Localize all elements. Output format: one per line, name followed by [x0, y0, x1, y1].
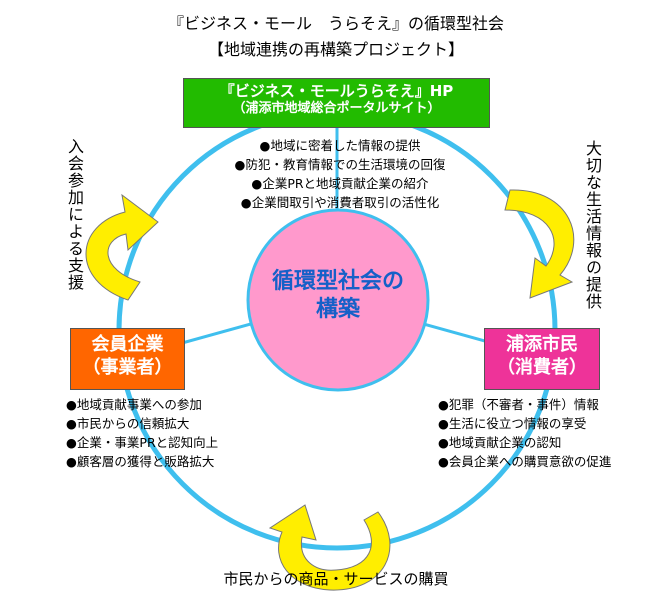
bottom-curved-arrow — [268, 504, 391, 591]
list-item: ●生活に役立つ情報の享受 — [438, 416, 587, 431]
member-box-line1: 会員企業 — [91, 334, 164, 355]
title-line1: 『ビジネス・モール うらそえ』の循環型社会 — [167, 14, 504, 33]
list-item: ●地域に密着した情報の提供 — [259, 138, 421, 153]
left-arrow-label: 入会参加による支援 — [65, 138, 84, 291]
title-line2: 【地域連携の再構築プロジェクト】 — [207, 40, 464, 59]
center-label-line1: 循環型社会の — [271, 269, 404, 294]
list-item: ●市民からの信頼拡大 — [66, 416, 190, 431]
list-item: ●企業・事業PRと認知向上 — [66, 435, 219, 450]
hp-box-line2: （浦添市地域総合ポータルサイト） — [232, 100, 441, 116]
member-box: 会員企業 （事業者） — [70, 328, 185, 390]
right-arrow-label: 大切な生活情報の提供 — [583, 140, 602, 310]
list-item: ●地域貢献事業への参加 — [66, 397, 202, 412]
right-curved-arrow — [504, 189, 575, 299]
member-benefits-list: ●地域貢献事業への参加 ●市民からの信頼拡大 ●企業・事業PRと認知向上 ●顧客… — [66, 395, 218, 471]
list-item: ●地域貢献企業の認知 — [438, 435, 562, 450]
list-item: ●会員企業への購買意欲の促進 — [438, 454, 612, 469]
citizen-benefits-list: ●犯罪（不審者・事件）情報 ●生活に役立つ情報の享受 ●地域貢献企業の認知 ●会… — [438, 395, 611, 471]
bottom-arrow-label: 市民からの商品・サービスの購買 — [223, 570, 449, 588]
list-item: ●企業間取引や消費者取引の活性化 — [240, 195, 440, 210]
citizen-box: 浦添市民 （消費者） — [484, 328, 600, 390]
citizen-box-line2: （消費者） — [497, 356, 587, 378]
list-item: ●企業PRと地域貢献企業の紹介 — [251, 176, 429, 191]
hp-box: 『ビジネス・モールうらそえ』HP （浦添市地域総合ポータルサイト） — [183, 78, 490, 128]
left-curved-arrow — [85, 193, 159, 301]
member-box-line2: （事業者） — [82, 356, 173, 378]
list-item: ●犯罪（不審者・事件）情報 — [438, 397, 599, 412]
list-item: ●顧客層の獲得と販路拡大 — [66, 454, 215, 469]
list-item: ●防犯・教育情報での生活環境の回復 — [234, 157, 446, 172]
center-label-line2: 構築 — [315, 297, 360, 322]
center-label: 循環型社会の 構築 — [250, 268, 426, 324]
hp-benefits-list: ●地域に密着した情報の提供 ●防犯・教育情報での生活環境の回復 ●企業PRと地域… — [205, 136, 475, 212]
center-circle — [246, 208, 430, 392]
citizen-box-line1: 浦添市民 — [506, 334, 578, 355]
hp-box-line1: 『ビジネス・モールうらそえ』HP — [219, 82, 454, 100]
